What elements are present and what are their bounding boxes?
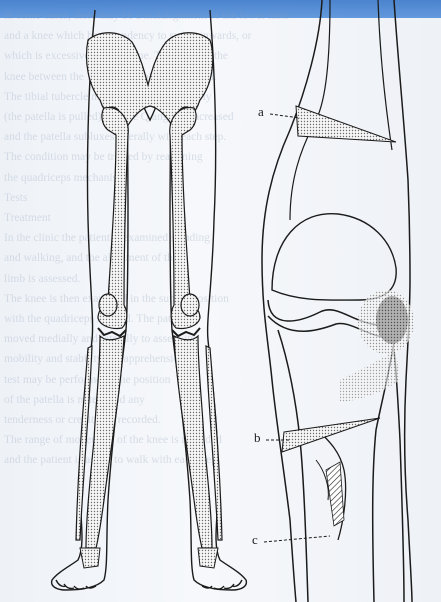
label-a: a — [258, 104, 264, 120]
feet-bones — [80, 548, 218, 568]
leader-lines — [264, 114, 330, 542]
joint-shading — [340, 290, 414, 402]
lower-leg-bones — [76, 336, 222, 548]
label-b: b — [254, 430, 261, 446]
label-c: c — [252, 532, 258, 548]
